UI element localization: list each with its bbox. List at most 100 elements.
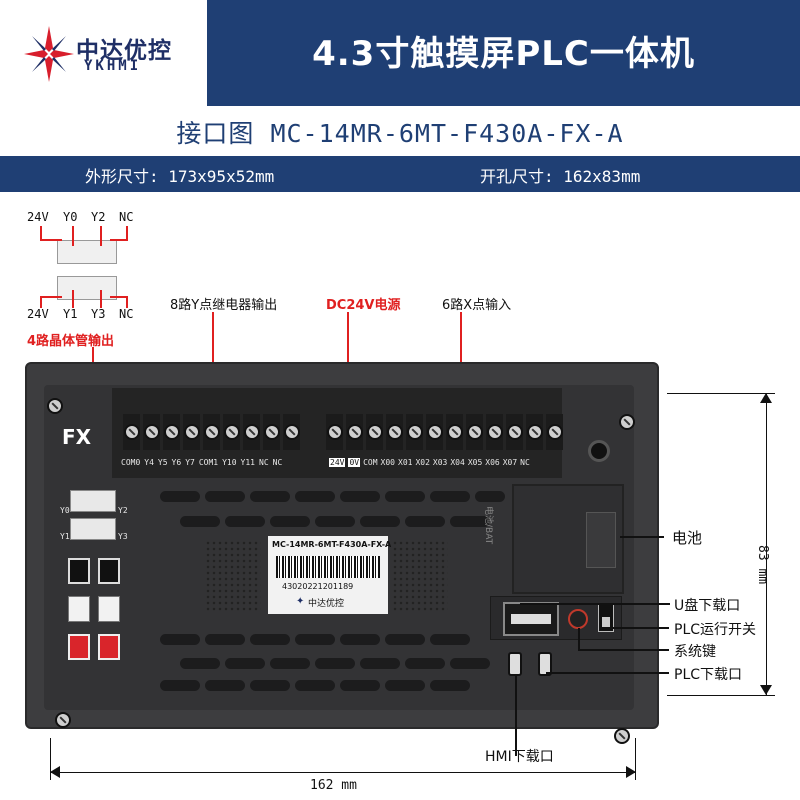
terminal-label: COM bbox=[363, 458, 378, 467]
subtitle: 接口图 MC-14MR-6MT-F430A-FX-A bbox=[176, 119, 624, 148]
terminal-label: Y7 bbox=[185, 458, 195, 467]
sticker-logo-icon: ✦ bbox=[296, 596, 305, 607]
terminal-label: NC bbox=[272, 458, 283, 467]
white-connector[interactable] bbox=[68, 596, 90, 622]
cutout-dimensions: 开孔尺寸: 162x83mm bbox=[480, 167, 641, 186]
corner-screw-icon bbox=[614, 728, 630, 744]
system-key-button[interactable] bbox=[568, 609, 588, 629]
terminal-label: NC bbox=[520, 458, 530, 467]
pin-label: Y1 bbox=[63, 307, 78, 321]
terminal-label: Y6 bbox=[171, 458, 182, 467]
input-terminals bbox=[326, 414, 563, 450]
terminal-screw-icon[interactable] bbox=[203, 424, 220, 440]
arrow-up-icon bbox=[760, 393, 772, 403]
transistor-connector-y0y2[interactable] bbox=[70, 490, 116, 512]
run-switch-callout: PLC运行开关 bbox=[674, 622, 757, 638]
terminal-screw-icon[interactable] bbox=[526, 424, 543, 440]
terminal-label: Y10 bbox=[222, 458, 237, 467]
product-label-sticker: MC-14MR-6MT-F430A-FX-A 43020221201189 中达… bbox=[268, 536, 391, 614]
pin-label: 24V bbox=[27, 210, 49, 224]
terminal-label: 24V bbox=[329, 458, 346, 467]
terminal-label: NC bbox=[259, 458, 269, 467]
hmi-download-callout: HMI下载口 bbox=[485, 749, 554, 765]
terminal-screw-icon[interactable] bbox=[506, 424, 523, 440]
terminal-screw-icon[interactable] bbox=[183, 424, 200, 440]
terminal-label: X00 bbox=[380, 458, 395, 467]
x-input-callout: 6路X点输入 bbox=[442, 298, 512, 313]
terminal-label: Y11 bbox=[240, 458, 255, 467]
usb-port[interactable] bbox=[503, 602, 559, 636]
logo-star-icon bbox=[24, 26, 74, 82]
terminal-screw-icon[interactable] bbox=[163, 424, 180, 440]
battery-marking: 电池/BAT bbox=[483, 506, 493, 545]
pin-label: 24V bbox=[27, 307, 49, 321]
push-cover[interactable] bbox=[586, 512, 616, 568]
system-key-callout: 系统键 bbox=[674, 644, 716, 660]
terminal-label: Y5 bbox=[157, 458, 168, 467]
plc-download-port[interactable] bbox=[538, 652, 552, 676]
corner-screw-icon bbox=[55, 712, 71, 728]
udisk-callout: U盘下载口 bbox=[674, 598, 741, 614]
battery-callout: 电池 bbox=[672, 529, 703, 547]
black-connector[interactable] bbox=[68, 558, 90, 584]
red-connector[interactable] bbox=[98, 634, 120, 660]
title-bar bbox=[207, 0, 800, 106]
terminal-screw-icon[interactable] bbox=[366, 424, 383, 440]
terminal-label: Y4 bbox=[144, 458, 154, 467]
terminal-screw-icon[interactable] bbox=[326, 424, 343, 440]
connector-top bbox=[57, 240, 117, 264]
terminal-label: X07 bbox=[502, 458, 518, 467]
terminal-screw-icon[interactable] bbox=[263, 424, 280, 440]
terminal-label: X02 bbox=[415, 458, 430, 467]
relay-terminals bbox=[123, 414, 300, 450]
terminal-label: X04 bbox=[450, 458, 465, 467]
conn-label: Y3 bbox=[118, 532, 128, 541]
terminal-screw-icon[interactable] bbox=[346, 424, 363, 440]
pin-label: Y3 bbox=[91, 307, 106, 321]
terminal-screw-icon[interactable] bbox=[386, 424, 403, 440]
battery-compartment[interactable]: 电池/BAT bbox=[483, 484, 624, 594]
terminal-label: X05 bbox=[467, 458, 483, 467]
terminal-screw-icon[interactable] bbox=[466, 424, 483, 440]
connector-bottom bbox=[57, 276, 117, 300]
terminal-label: COM0 bbox=[121, 458, 141, 467]
arrow-right-icon bbox=[626, 766, 636, 778]
width-dimension: 162 mm bbox=[310, 778, 357, 793]
terminal-label: X01 bbox=[398, 458, 413, 467]
terminal-screw-icon[interactable] bbox=[426, 424, 443, 440]
relay-terminal-labels: COM0 Y4 Y5 Y6 Y7 COM1 Y10 Y11 NC NC bbox=[121, 458, 321, 467]
power-callout: DC24V电源 bbox=[326, 298, 401, 313]
hmi-download-port[interactable] bbox=[508, 652, 522, 676]
pin-label: NC bbox=[119, 307, 134, 321]
logo-english: YKHMI bbox=[84, 58, 142, 74]
conn-label: Y1 bbox=[60, 532, 70, 541]
conn-label: Y2 bbox=[118, 506, 128, 515]
fx-brand-mark: FX bbox=[62, 425, 92, 449]
pin-label: Y0 bbox=[63, 210, 78, 224]
black-connector[interactable] bbox=[98, 558, 120, 584]
terminal-screw-icon[interactable] bbox=[243, 424, 260, 440]
red-connector[interactable] bbox=[68, 634, 90, 660]
pin-label: Y2 bbox=[91, 210, 106, 224]
terminal-label: 0V bbox=[348, 458, 361, 467]
terminal-screw-icon[interactable] bbox=[486, 424, 503, 440]
terminal-screw-icon[interactable] bbox=[283, 424, 300, 440]
pin-label: NC bbox=[119, 210, 134, 224]
barcode bbox=[276, 556, 380, 578]
page-title: 4.3寸触摸屏PLC一体机 bbox=[312, 34, 695, 74]
terminal-screw-icon[interactable] bbox=[123, 424, 140, 440]
speaker-grid bbox=[392, 540, 448, 612]
terminal-screw-icon[interactable] bbox=[143, 424, 160, 440]
terminal-screw-icon[interactable] bbox=[406, 424, 423, 440]
sticker-brand: 中达优控 bbox=[308, 599, 345, 609]
terminal-screw-icon[interactable] bbox=[223, 424, 240, 440]
transistor-connector-y1y3[interactable] bbox=[70, 518, 116, 540]
input-terminal-labels: 24V 0V COM X00 X01 X02 X03 X04 X05 X06 X… bbox=[329, 458, 559, 467]
corner-screw-icon bbox=[619, 414, 635, 430]
arrow-left-icon bbox=[50, 766, 60, 778]
terminal-screw-icon[interactable] bbox=[546, 424, 563, 440]
speaker-grid bbox=[205, 540, 261, 612]
terminal-label: X03 bbox=[432, 458, 448, 467]
white-connector[interactable] bbox=[98, 596, 120, 622]
terminal-screw-icon[interactable] bbox=[446, 424, 463, 440]
